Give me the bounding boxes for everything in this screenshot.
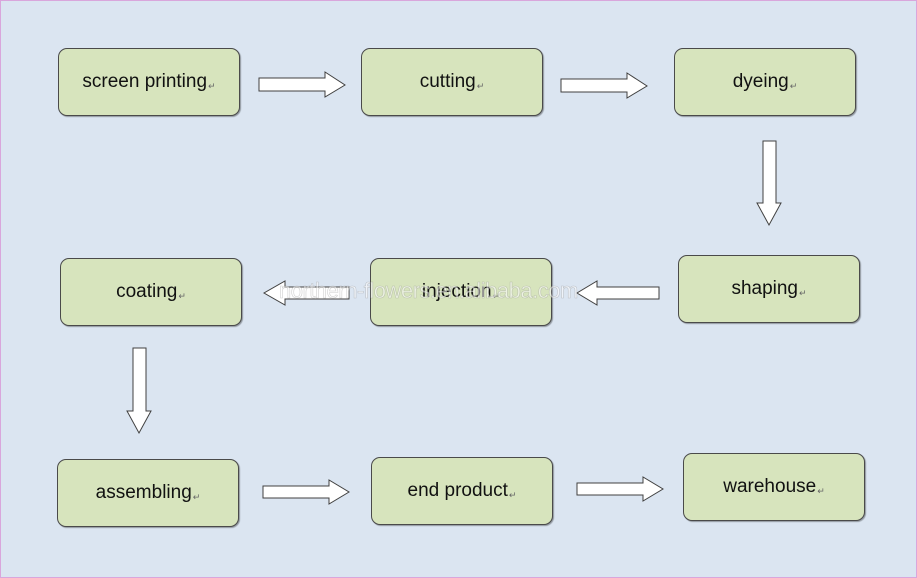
arrow-right-icon — [258, 71, 346, 98]
step-coating: coating↵ — [60, 258, 242, 326]
arrow-right-icon — [560, 72, 648, 99]
step-injection: injection↵ — [370, 258, 552, 326]
arrow-left-icon — [576, 280, 660, 306]
step-end-product: end product↵ — [371, 457, 553, 525]
paragraph-mark-icon: ↵ — [208, 80, 216, 91]
step-shaping: shaping↵ — [678, 255, 860, 323]
step-label: screen printing — [82, 71, 208, 92]
arrow-left-icon — [262, 280, 350, 306]
arrow-down-icon — [126, 347, 152, 435]
paragraph-mark-icon: ↵ — [799, 287, 807, 298]
step-cutting: cutting↵ — [361, 48, 543, 116]
arrow-down-icon — [756, 140, 782, 227]
step-warehouse: warehouse↵ — [683, 453, 865, 521]
step-label: end product — [407, 480, 508, 501]
step-label: assembling — [95, 482, 192, 503]
step-label: dyeing — [732, 71, 789, 92]
paragraph-mark-icon: ↵ — [789, 80, 798, 91]
paragraph-mark-icon: ↵ — [508, 489, 517, 500]
arrow-right-icon — [262, 479, 350, 505]
paragraph-mark-icon: ↵ — [178, 290, 186, 301]
step-dyeing: dyeing↵ — [674, 48, 856, 116]
step-label: cutting — [419, 71, 476, 92]
paragraph-mark-icon: ↵ — [192, 491, 201, 502]
step-screen-printing: screen printing↵ — [58, 48, 240, 116]
paragraph-mark-icon: ↵ — [492, 290, 501, 301]
step-label: shaping — [731, 278, 798, 299]
arrow-right-icon — [576, 476, 664, 502]
step-assembling: assembling↵ — [57, 459, 239, 527]
step-label: coating — [116, 281, 178, 302]
paragraph-mark-icon: ↵ — [817, 485, 825, 496]
step-label: warehouse — [723, 476, 817, 497]
paragraph-mark-icon: ↵ — [476, 80, 485, 91]
step-label: injection — [421, 281, 492, 302]
